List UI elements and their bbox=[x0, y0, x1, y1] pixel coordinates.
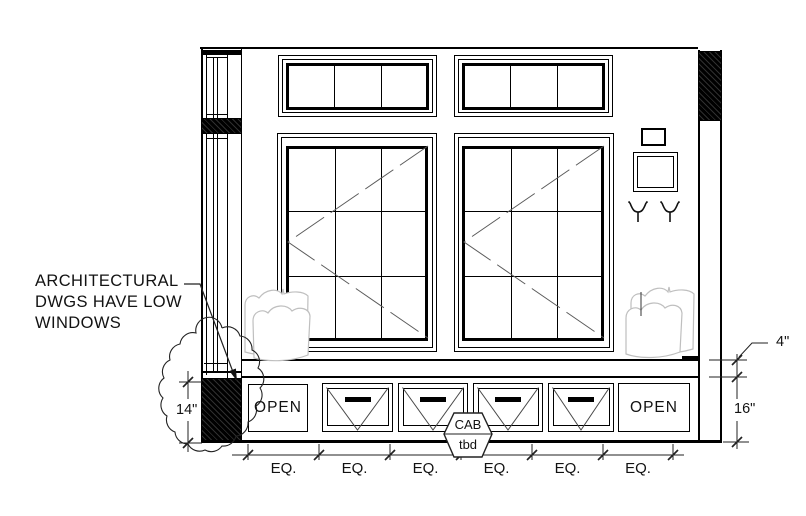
window-left-muntin bbox=[289, 275, 425, 277]
transom-right-mullion bbox=[557, 66, 558, 107]
cabinet-open-left bbox=[248, 384, 308, 432]
cabinet-bay bbox=[322, 383, 393, 432]
seat-band-dark-segment bbox=[682, 356, 698, 360]
revision-cloud bbox=[158, 316, 265, 453]
left-transom-rail-hatch bbox=[201, 118, 242, 134]
cabinet-bay-inner bbox=[326, 387, 389, 426]
transom-left-mullion bbox=[334, 66, 335, 107]
jamb-line bbox=[226, 50, 228, 378]
transom-left-sash bbox=[286, 63, 429, 110]
window-left-outer-frame bbox=[277, 133, 437, 352]
jamb-line bbox=[206, 57, 227, 58]
window-right-sash bbox=[462, 146, 604, 341]
jamb-line bbox=[204, 363, 228, 364]
transom-right-mid-frame bbox=[458, 59, 609, 113]
panel-box-inner bbox=[637, 156, 674, 188]
cabinet-door-v-icon bbox=[326, 387, 610, 431]
window-right-muntin bbox=[465, 275, 601, 277]
cabinet-pull bbox=[344, 397, 371, 402]
transom-left-mid-frame bbox=[282, 59, 433, 113]
left-jamb-inner-line bbox=[240, 47, 242, 442]
window-right-muntin bbox=[510, 149, 512, 338]
sconce-icon bbox=[627, 200, 681, 222]
right-wall-hatch bbox=[698, 51, 722, 121]
right-wall-line bbox=[698, 50, 700, 442]
jamb-line bbox=[217, 58, 218, 372]
jamb-line bbox=[213, 58, 214, 372]
left-jamb-outer-line bbox=[201, 47, 203, 442]
seat-band-top-line bbox=[242, 359, 698, 361]
window-left-sash bbox=[286, 146, 428, 341]
fabric-sketch-icon bbox=[244, 286, 695, 362]
cabinet-pull bbox=[420, 397, 446, 402]
left-jamb-head-block bbox=[201, 50, 242, 55]
window-left-muntin bbox=[334, 149, 336, 338]
hexagon-tag bbox=[443, 412, 493, 458]
window-right-outer-frame bbox=[454, 133, 614, 352]
ceiling-line bbox=[200, 47, 698, 49]
cabinet-bay-inner bbox=[402, 387, 464, 426]
cabinet-bay bbox=[548, 383, 614, 432]
transom-right-outer-frame bbox=[454, 55, 613, 117]
cabinet-pull bbox=[568, 397, 594, 402]
jamb-line bbox=[206, 114, 227, 115]
window-right-muntin bbox=[556, 149, 558, 338]
jamb-line bbox=[206, 55, 207, 375]
cabinet-pull bbox=[495, 397, 521, 402]
right-wall-line bbox=[720, 50, 722, 442]
transom-left-mullion bbox=[381, 66, 382, 107]
cabinet-open-right bbox=[618, 383, 690, 432]
cabinet-bay bbox=[473, 383, 543, 432]
window-left-muntin bbox=[289, 210, 425, 212]
seat-band-bottom-line bbox=[242, 376, 698, 378]
window-left-mid-frame bbox=[281, 137, 433, 348]
window-swing-icon bbox=[287, 145, 605, 339]
transom-right-mullion bbox=[510, 66, 511, 107]
cabinet-bay bbox=[398, 383, 468, 432]
jamb-line bbox=[206, 138, 227, 139]
panel-box-icon bbox=[633, 152, 678, 192]
dim-left-14 bbox=[179, 371, 202, 452]
dim-right-4-16 bbox=[709, 342, 768, 449]
window-left-muntin bbox=[380, 149, 382, 338]
window-right-mid-frame bbox=[458, 137, 610, 348]
jamb-line bbox=[203, 371, 241, 373]
transom-right-sash bbox=[462, 63, 605, 110]
transom-left-outer-frame bbox=[278, 55, 437, 117]
cabinet-bay-inner bbox=[477, 387, 539, 426]
junction-box-icon bbox=[641, 128, 666, 146]
leader-arrow bbox=[184, 283, 237, 381]
cabinet-bay-inner bbox=[552, 387, 610, 426]
window-right-muntin bbox=[465, 210, 601, 212]
